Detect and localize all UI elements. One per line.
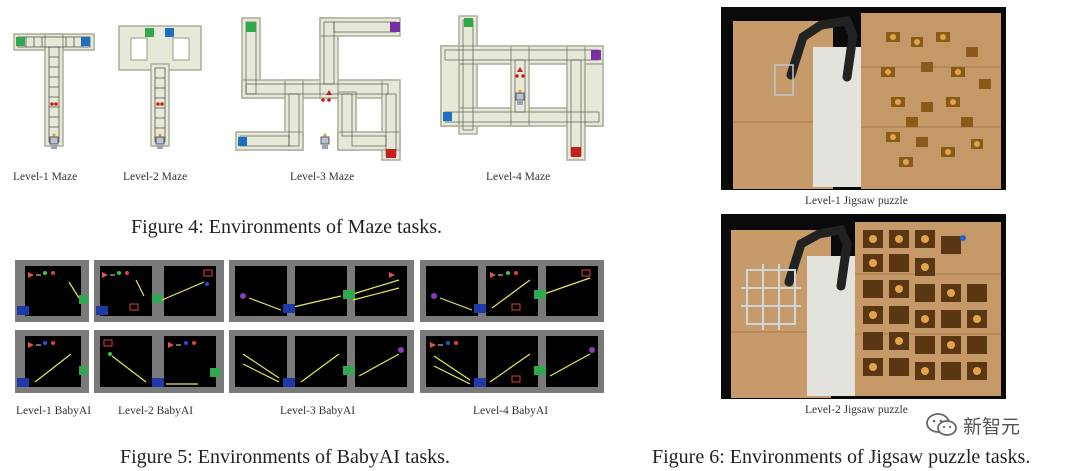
babyai-level-1-top: [15, 260, 89, 322]
babyai-level-4-label: Level-4 BabyAI: [473, 405, 549, 417]
watermark: 新智元: [925, 410, 1065, 440]
babyai-level-3-label: Level-3 BabyAI: [280, 405, 356, 417]
maze-level-3: [230, 10, 415, 170]
watermark-text: 新智元: [963, 416, 1021, 438]
maze-level-1: [8, 30, 98, 155]
jigsaw-level-2-label: Level-2 Jigsaw puzzle: [805, 404, 908, 416]
maze-figure-caption: Figure 4: Environments of Maze tasks.: [131, 216, 443, 238]
babyai-level-4-top: [420, 260, 604, 322]
babyai-level-2-bottom: [94, 330, 224, 393]
jigsaw-level-1-render: [721, 7, 1006, 190]
maze-level-3-label: Level-3 Maze: [290, 171, 355, 183]
babyai-level-3-bottom: [229, 330, 414, 393]
maze-level-1-label: Level-1 Maze: [13, 171, 78, 183]
babyai-level-4-bottom: [420, 330, 604, 393]
babyai-level-1-bottom: [15, 330, 89, 393]
babyai-level-2-top: [94, 260, 224, 322]
jigsaw-figure-caption: Figure 6: Environments of Jigsaw puzzle …: [652, 446, 1031, 468]
jigsaw-level-2-render: [721, 214, 1006, 399]
babyai-level-3-top: [229, 260, 414, 322]
babyai-figure-caption: Figure 5: Environments of BabyAI tasks.: [120, 446, 450, 468]
wechat-logo-icon: [926, 413, 957, 436]
maze-level-2: [115, 20, 205, 155]
maze-level-4-label: Level-4 Maze: [486, 171, 551, 183]
babyai-level-1-label: Level-1 BabyAI: [16, 405, 92, 417]
maze-level-4: [435, 10, 610, 170]
maze-level-2-label: Level-2 Maze: [123, 171, 188, 183]
babyai-level-2-label: Level-2 BabyAI: [118, 405, 194, 417]
jigsaw-level-1-label: Level-1 Jigsaw puzzle: [805, 195, 908, 207]
